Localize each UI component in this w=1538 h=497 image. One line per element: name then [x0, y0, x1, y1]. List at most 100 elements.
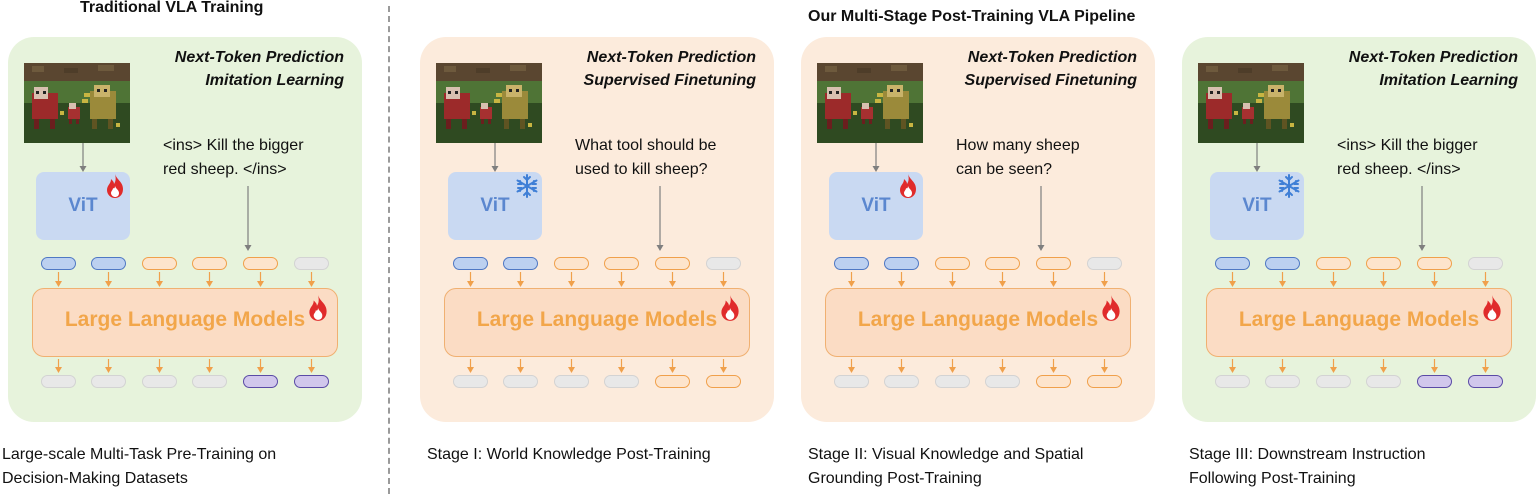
- output-token: [294, 375, 329, 388]
- token-to-llm-arrow-head: [1482, 281, 1489, 287]
- token-to-llm-arrow-head: [949, 281, 956, 287]
- vit-label: ViT: [861, 195, 891, 216]
- caption-line: Following Post-Training: [1189, 470, 1356, 487]
- minecraft-scene-image: [436, 63, 542, 143]
- caption-line: Stage I: World Knowledge Post-Training: [427, 446, 711, 463]
- input-token: [1036, 257, 1071, 270]
- llm-to-output-arrow-head: [568, 367, 575, 373]
- llm-to-output-arrow-head: [156, 367, 163, 373]
- input-token: [41, 257, 76, 270]
- token-to-llm-arrow-head: [1101, 281, 1108, 287]
- llm-block: Large Language Models: [1206, 288, 1512, 357]
- input-token: [294, 257, 329, 270]
- token-to-llm-arrow-head: [669, 281, 676, 287]
- prompt-line: <ins> Kill the bigger: [1337, 137, 1478, 154]
- objective-line: Imitation Learning: [205, 72, 344, 89]
- minecraft-scene-image: [24, 63, 130, 143]
- llm-block: Large Language Models: [444, 288, 750, 357]
- prompt-line: <ins> Kill the bigger: [163, 137, 304, 154]
- token-to-llm-arrow-head: [1431, 281, 1438, 287]
- input-token: [192, 257, 227, 270]
- llm-to-output-arrow-head: [1482, 367, 1489, 373]
- llm-label: Large Language Models: [476, 308, 718, 331]
- vit-encoder: ViT: [36, 172, 130, 240]
- token-to-llm-arrow-head: [720, 281, 727, 287]
- llm-to-output-arrow-head: [257, 367, 264, 373]
- llm-block: Large Language Models: [825, 288, 1131, 357]
- output-token: [142, 375, 177, 388]
- fire-icon: [716, 294, 744, 322]
- prompt-to-token-arrow-head: [1037, 245, 1045, 251]
- objective-line: Next-Token Prediction: [1348, 49, 1518, 66]
- token-to-llm-arrow-head: [105, 281, 112, 287]
- input-token: [142, 257, 177, 270]
- llm-to-output-arrow-head: [618, 367, 625, 373]
- input-token: [1468, 257, 1503, 270]
- token-to-llm-arrow-head: [1279, 281, 1286, 287]
- token-to-llm-arrow-head: [467, 281, 474, 287]
- input-token: [935, 257, 970, 270]
- output-token: [1417, 375, 1452, 388]
- llm-to-output-arrow-head: [720, 367, 727, 373]
- llm-to-output-arrow-head: [898, 367, 905, 373]
- objective-line: Supervised Finetuning: [583, 72, 756, 89]
- output-token: [1468, 375, 1503, 388]
- input-token: [1366, 257, 1401, 270]
- input-token: [834, 257, 869, 270]
- vit-encoder: ViT: [829, 172, 923, 240]
- output-token: [453, 375, 488, 388]
- llm-block: Large Language Models: [32, 288, 338, 357]
- token-to-llm-arrow-head: [1330, 281, 1337, 287]
- output-token: [706, 375, 741, 388]
- fire-icon: [1097, 294, 1125, 322]
- input-token: [554, 257, 589, 270]
- snowflake-icon: [1276, 173, 1302, 199]
- snowflake-icon: [514, 173, 540, 199]
- caption-line: Grounding Post-Training: [808, 470, 982, 487]
- output-token: [604, 375, 639, 388]
- caption-traditional: Large-scale Multi-Task Pre-Training on D…: [2, 443, 362, 491]
- section-divider: [388, 6, 390, 494]
- input-token: [453, 257, 488, 270]
- llm-to-output-arrow-head: [1229, 367, 1236, 373]
- prompt-line: used to kill sheep?: [575, 161, 708, 178]
- llm-to-output-arrow-head: [848, 367, 855, 373]
- token-to-llm-arrow-head: [568, 281, 575, 287]
- output-token: [554, 375, 589, 388]
- llm-to-output-arrow-head: [1279, 367, 1286, 373]
- objective-line: Next-Token Prediction: [174, 49, 344, 66]
- output-token: [1087, 375, 1122, 388]
- llm-to-output-arrow-head: [1431, 367, 1438, 373]
- fire-icon: [895, 173, 921, 199]
- input-token: [243, 257, 278, 270]
- llm-to-output-arrow-head: [206, 367, 213, 373]
- llm-label: Large Language Models: [1238, 308, 1480, 331]
- fire-icon: [1478, 294, 1506, 322]
- token-to-llm-arrow-head: [55, 281, 62, 287]
- caption-stage-3: Stage III: Downstream Instruction Follow…: [1189, 443, 1538, 491]
- llm-to-output-arrow-head: [105, 367, 112, 373]
- llm-to-output-arrow-head: [1101, 367, 1108, 373]
- caption-line: Stage II: Visual Knowledge and Spatial: [808, 446, 1084, 463]
- output-token: [1316, 375, 1351, 388]
- output-token: [1265, 375, 1300, 388]
- input-token: [503, 257, 538, 270]
- objective-line: Imitation Learning: [1379, 72, 1518, 89]
- output-token: [834, 375, 869, 388]
- caption-stage-2: Stage II: Visual Knowledge and Spatial G…: [808, 443, 1168, 491]
- token-to-llm-arrow-head: [156, 281, 163, 287]
- objective-line: Next-Token Prediction: [586, 49, 756, 66]
- prompt-to-token-arrow-head: [656, 245, 664, 251]
- output-token: [1036, 375, 1071, 388]
- fire-icon: [304, 294, 332, 322]
- llm-label: Large Language Models: [857, 308, 1099, 331]
